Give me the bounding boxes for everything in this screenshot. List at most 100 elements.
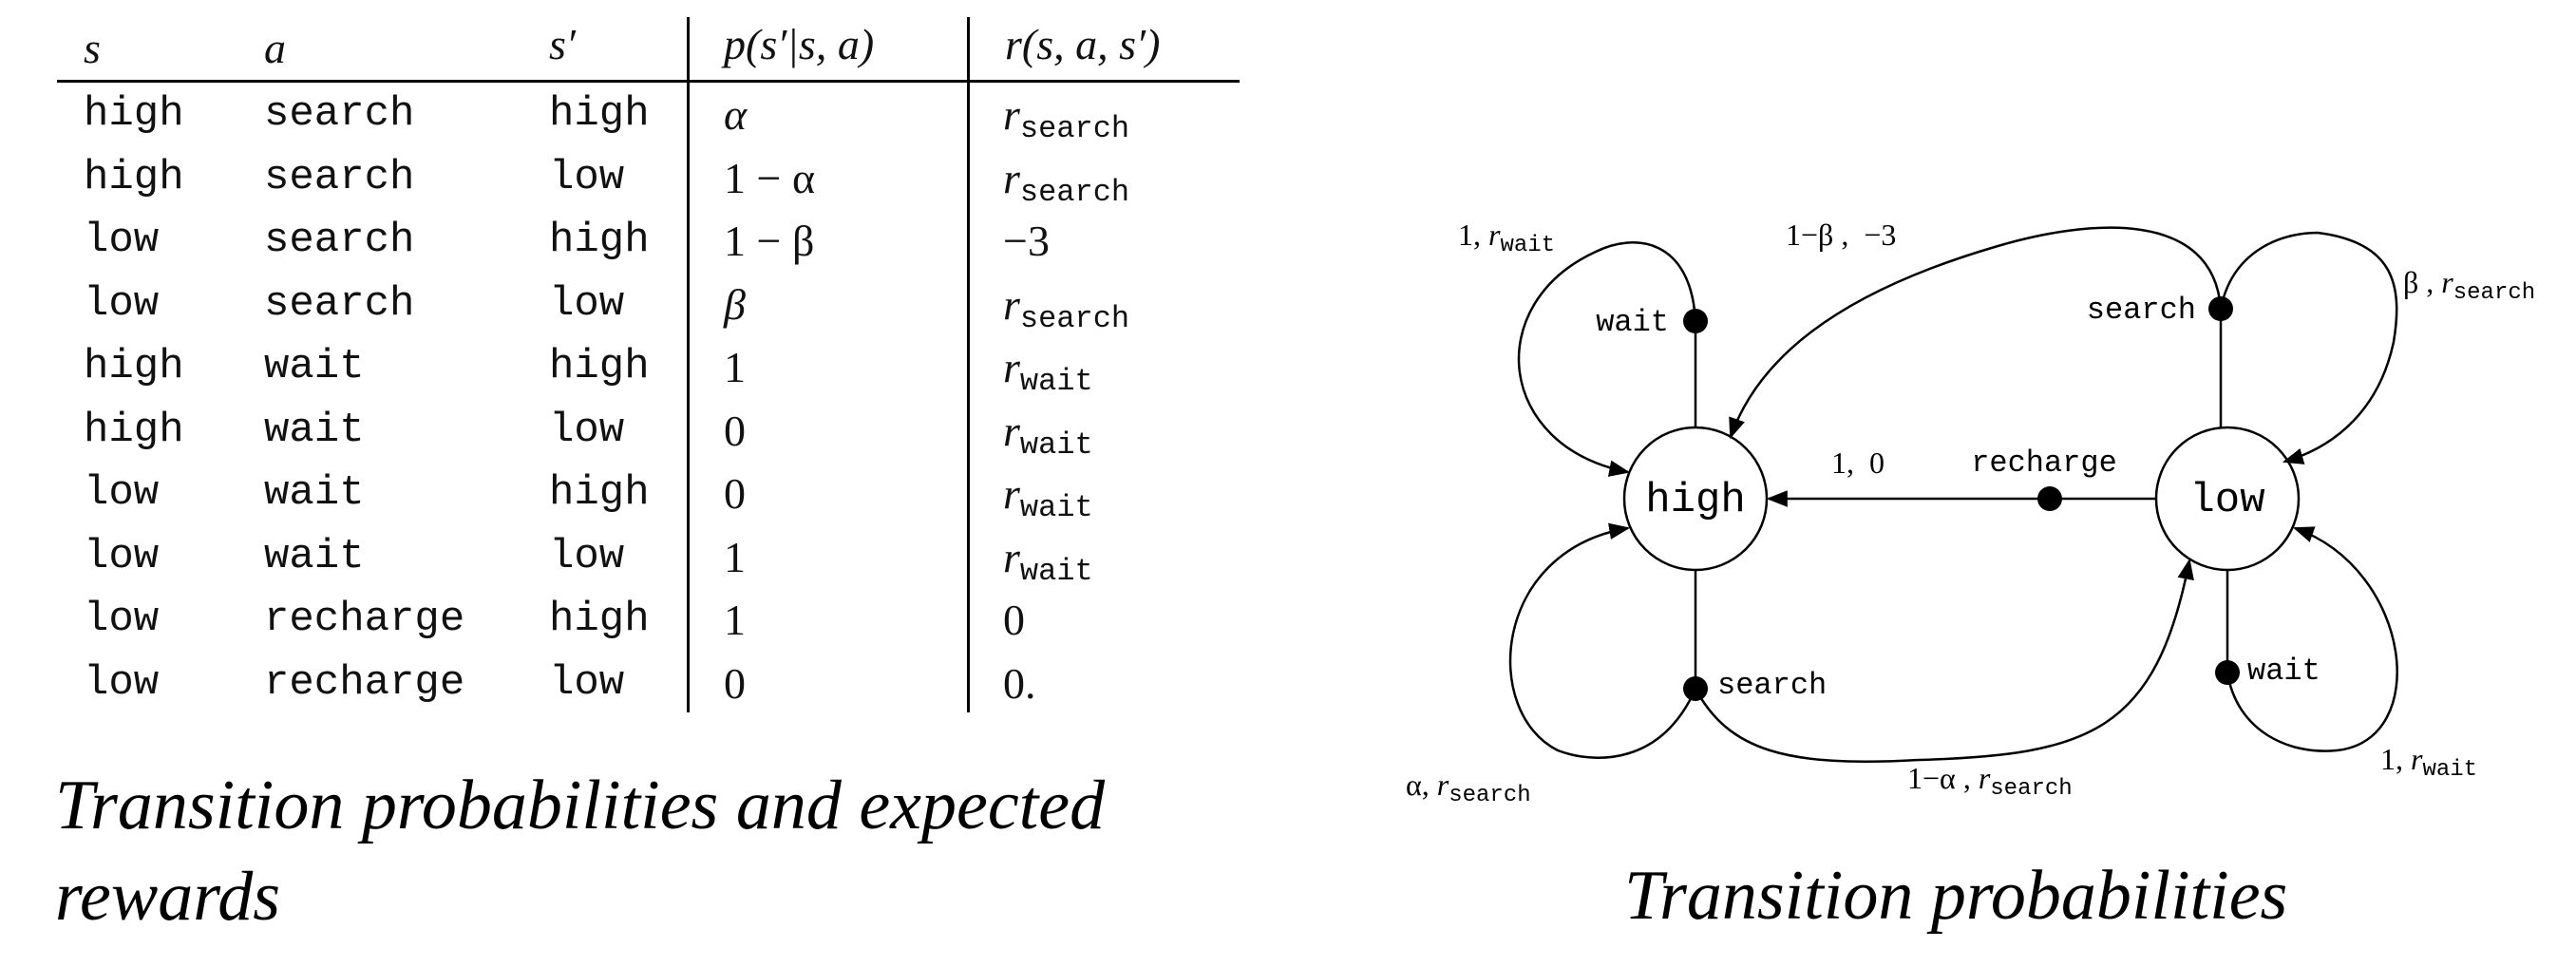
- cell-action: recharge: [264, 596, 465, 643]
- action-label-high-wait: wait: [1596, 305, 1669, 340]
- label-low-search-to-high: 1−β , −3: [1786, 218, 1896, 252]
- table-caption: Transition probabilities and expected re…: [55, 760, 1290, 942]
- state-low-label: low: [2189, 477, 2264, 524]
- cell-state: low: [84, 658, 160, 707]
- cell-next-state: high: [549, 596, 650, 643]
- cell-action: wait: [264, 343, 365, 390]
- cell-probability: 0: [724, 658, 746, 708]
- cell-state: high: [84, 153, 184, 201]
- cell-next-state: low: [549, 658, 625, 707]
- reward-subscript: wait: [1019, 427, 1093, 463]
- cell-reward: rwait: [1003, 469, 1093, 523]
- cell-next-state: high: [549, 217, 650, 264]
- arrow-high-search-to-low: [1694, 558, 2194, 763]
- label-high-search-to-low: 1−α , rsearch: [1907, 761, 2073, 802]
- cell-probability: 0: [724, 406, 746, 455]
- table-caption-line-1: Transition probabilities and expected: [55, 767, 1106, 844]
- cell-action: wait: [264, 469, 365, 517]
- cell-probability: 0: [724, 469, 746, 518]
- header-probability: p(s′|s, a): [724, 20, 875, 68]
- cell-probability: α: [724, 90, 748, 139]
- cell-action: search: [264, 217, 415, 264]
- reward-symbol: r: [1003, 153, 1020, 202]
- cell-action: search: [264, 153, 415, 201]
- cell-reward: rwait: [1003, 532, 1093, 586]
- cell-state: low: [84, 217, 160, 264]
- reward-subscript: search: [1019, 174, 1130, 210]
- action-label-low-search: search: [2087, 293, 2196, 328]
- cell-next-state: low: [549, 532, 625, 580]
- cell-reward: 0: [1003, 596, 1025, 644]
- cell-next-state: high: [549, 90, 650, 138]
- header-a: a: [264, 24, 286, 72]
- diagram-caption: Transition probabilities: [1624, 857, 2288, 935]
- cell-action: wait: [264, 532, 365, 580]
- label-low-wait-loop: 1, rwait: [2380, 742, 2477, 783]
- arrow-low-search-loop: [2219, 231, 2398, 465]
- state-high-label: high: [1645, 477, 1746, 524]
- cell-action: recharge: [264, 658, 465, 707]
- cell-next-state: high: [549, 469, 650, 517]
- reward-subscript: wait: [1019, 553, 1093, 589]
- cell-probability: 1 − α: [724, 153, 816, 202]
- action-dot-low-recharge: [2037, 486, 2062, 511]
- label-high-wait-loop: 1, rwait: [1458, 218, 1555, 258]
- table-caption-line-2: rewards: [55, 858, 281, 937]
- cell-reward: rsearch: [1003, 90, 1129, 144]
- cell-action: search: [264, 90, 415, 138]
- cell-reward: rwait: [1003, 343, 1093, 397]
- action-dot-low-search: [2208, 296, 2233, 321]
- reward-symbol: r: [1003, 343, 1020, 391]
- cell-next-state: high: [549, 343, 650, 390]
- action-label-low-wait: wait: [2247, 654, 2320, 689]
- action-dot-high-wait: [1683, 309, 1708, 333]
- cell-probability: 1 − β: [724, 217, 815, 265]
- label-high-search-loop: α, rsearch: [1406, 768, 1531, 808]
- cell-reward: −3: [1003, 217, 1050, 265]
- arrow-high-wait-loop: [1517, 241, 1697, 477]
- cell-state: low: [84, 532, 160, 580]
- cell-action: wait: [264, 406, 365, 454]
- arrow-high-search-loop: [1508, 522, 1697, 759]
- action-label-high-search: search: [1717, 668, 1827, 703]
- cell-reward: 0.: [1003, 658, 1036, 708]
- action-dot-low-wait: [2215, 660, 2240, 685]
- reward-symbol: r: [1003, 90, 1020, 139]
- state-low-node: [2154, 426, 2301, 572]
- reward-subscript: search: [1019, 300, 1130, 336]
- reward-subscript: wait: [1019, 490, 1093, 525]
- arrow-low-search-to-high: [1729, 226, 2223, 440]
- cell-reward: rsearch: [1003, 153, 1129, 207]
- label-low-search-loop: β , rsearch: [2403, 265, 2535, 306]
- cell-state: high: [84, 90, 184, 138]
- cell-probability: 1: [724, 596, 746, 644]
- header-rule: [57, 80, 1240, 83]
- column-divider-2: [967, 17, 970, 712]
- reward-symbol: r: [1003, 469, 1020, 518]
- reward-symbol: r: [1003, 406, 1020, 455]
- cell-state: low: [84, 596, 160, 643]
- cell-state: low: [84, 279, 160, 328]
- cell-reward: rsearch: [1003, 279, 1129, 333]
- action-label-low-recharge: recharge: [1971, 446, 2117, 481]
- reward-symbol: r: [1003, 532, 1020, 581]
- action-dot-high-search: [1683, 676, 1708, 701]
- reward-symbol: r: [1003, 279, 1020, 329]
- state-high-node: [1622, 426, 1769, 572]
- cell-state: low: [84, 469, 160, 517]
- header-reward: r(s, a, s′): [1005, 20, 1161, 68]
- cell-probability: 1: [724, 532, 746, 581]
- cell-probability: β: [724, 279, 746, 329]
- header-s: s: [84, 24, 101, 72]
- cell-next-state: low: [549, 153, 625, 201]
- header-s-prime: s′: [549, 20, 576, 68]
- reward-subscript: search: [1019, 111, 1130, 146]
- cell-next-state: low: [549, 279, 625, 328]
- cell-next-state: low: [549, 406, 625, 454]
- cell-action: search: [264, 279, 415, 328]
- reward-subscript: wait: [1019, 364, 1093, 399]
- arrow-low-wait-loop: [2226, 526, 2398, 752]
- column-divider-1: [687, 17, 690, 712]
- cell-probability: 1: [724, 343, 746, 391]
- label-recharge: 1, 0: [1831, 446, 1885, 480]
